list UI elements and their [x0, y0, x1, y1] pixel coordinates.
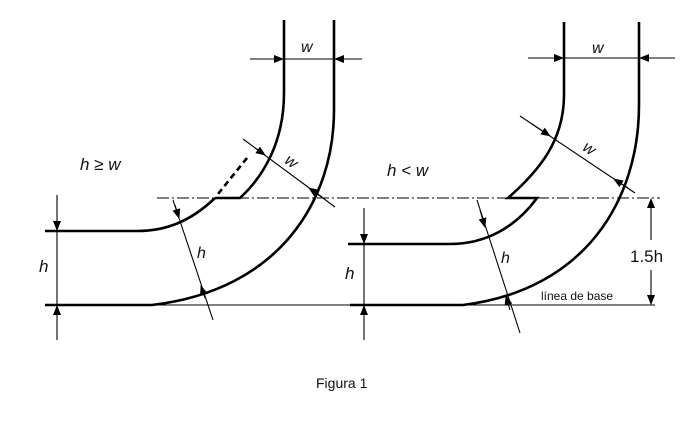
- figure-caption: Figura 1: [316, 375, 368, 391]
- right-diag-w-arrow: [613, 178, 629, 189]
- right-diag-h-arrow: [504, 295, 513, 311]
- right-outer-edge: [350, 22, 641, 307]
- offset-label: 1.5h: [630, 247, 663, 266]
- left-diag-h-line: [172, 199, 214, 321]
- right-side-h-label: h: [345, 264, 354, 283]
- left-bend: w w h h h ≥ w: [39, 20, 362, 340]
- baseline-label: línea de base: [541, 289, 613, 303]
- right-inner-edge: [348, 22, 566, 246]
- left-diag-h-arrow: [200, 285, 208, 299]
- left-diag-h-arrow: [172, 204, 181, 219]
- left-outer-edge: [45, 20, 336, 307]
- left-diag-h-label: h: [197, 245, 206, 262]
- left-diag-w-arrow: [254, 146, 266, 156]
- right-bend: w w h h 1.5h línea de base h < w: [345, 22, 675, 340]
- left-condition-label: h ≥ w: [80, 155, 122, 174]
- right-diag-w-arrow: [531, 123, 551, 137]
- left-diag-w-arrow: [308, 187, 323, 198]
- left-inner-upper-edge: [215, 20, 286, 200]
- left-inner-dashed-edge: [216, 157, 249, 195]
- left-side-h-label: h: [39, 257, 48, 276]
- right-diag-w-label: w: [579, 139, 599, 160]
- right-top-w-label: w: [592, 40, 605, 57]
- left-inner-lower-edge: [45, 197, 216, 233]
- right-condition-label: h < w: [387, 161, 430, 180]
- right-diag-h-arrow: [478, 209, 487, 228]
- right-diag-h-label: h: [501, 250, 510, 267]
- left-top-w-label: w: [301, 39, 314, 56]
